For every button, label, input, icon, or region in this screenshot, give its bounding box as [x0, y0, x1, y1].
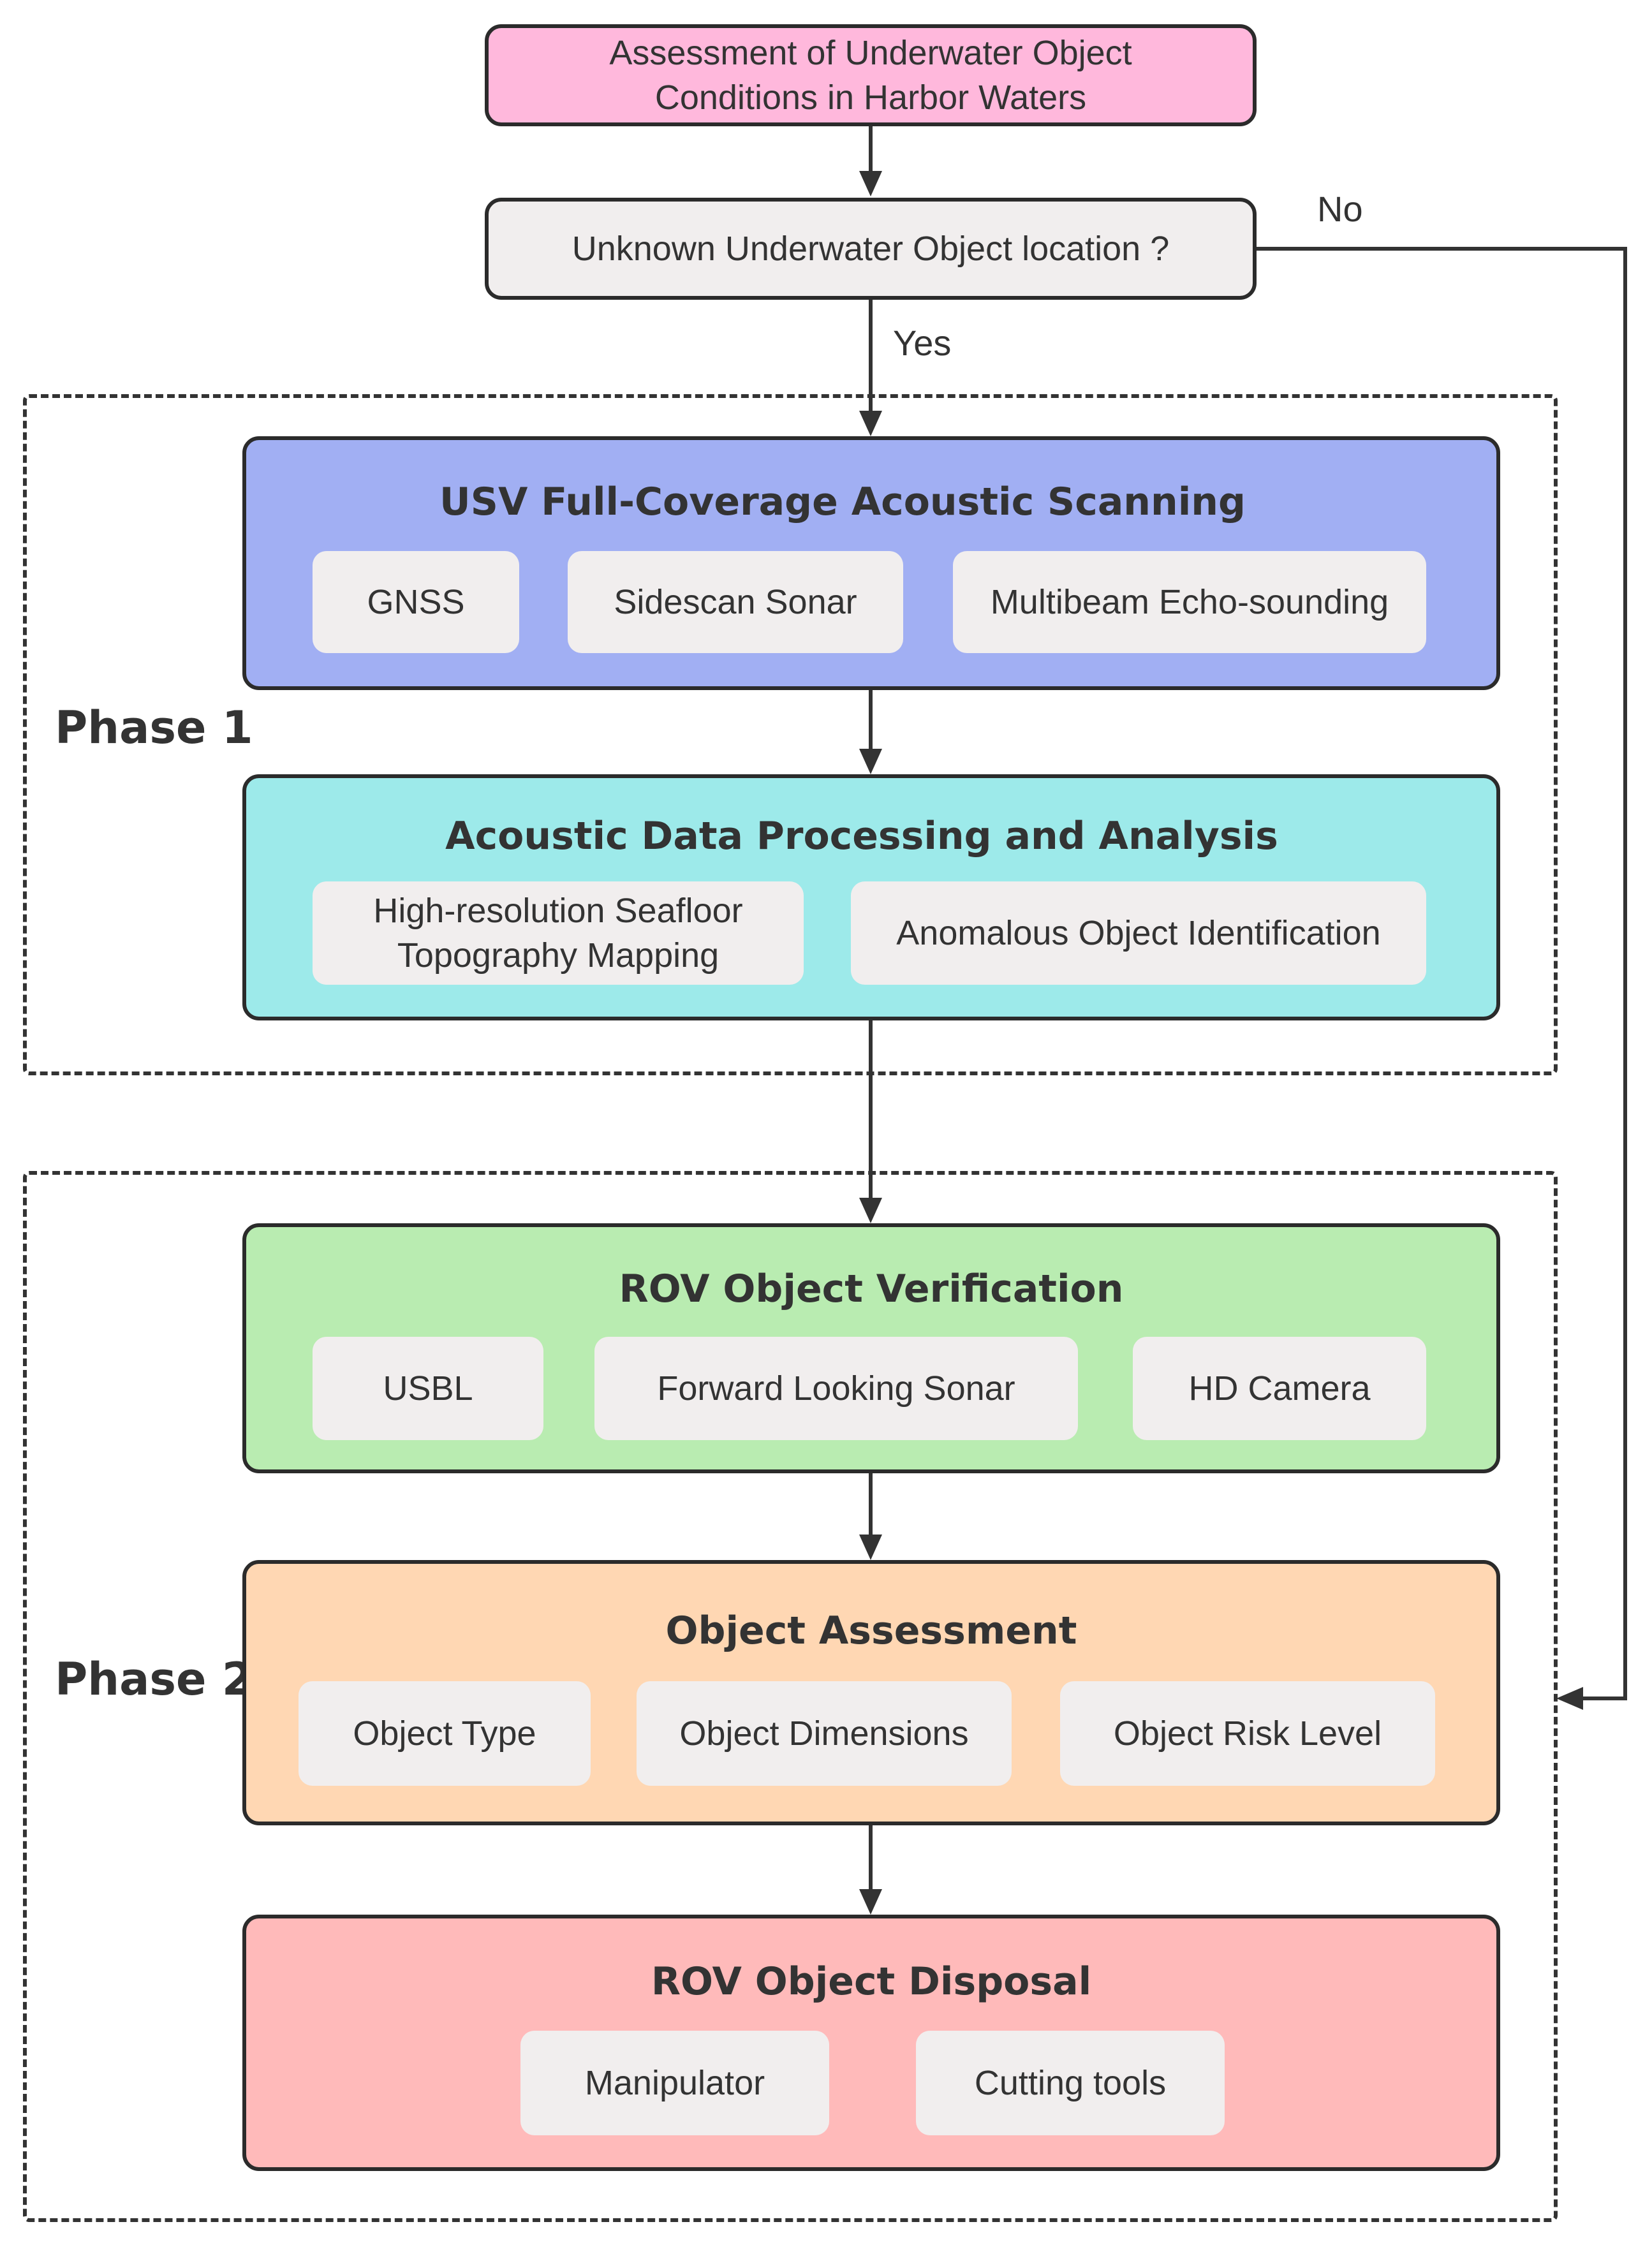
anomalous-object-chip: Anomalous Object Identification: [851, 881, 1426, 985]
yes-label: Yes: [893, 323, 952, 363]
sidescan-sonar-chip: Sidescan Sonar: [568, 551, 903, 653]
rov-disposal-group: ROV Object Disposal Manipulator Cutting …: [242, 1915, 1500, 2171]
start-text-line1: Assessment of Underwater Object: [609, 34, 1132, 72]
object-type-chip: Object Type: [299, 1681, 591, 1786]
manipulator-chip: Manipulator: [520, 2031, 829, 2135]
phase1-frame: [23, 394, 1558, 1075]
phase1-label: Phase 1: [55, 702, 253, 754]
phase2-label: Phase 2: [55, 1653, 253, 1705]
start-box: Assessment of Underwater Object Conditio…: [485, 24, 1257, 126]
seafloor-mapping-line2: Topography Mapping: [397, 936, 719, 975]
cutting-tools-chip: Cutting tools: [916, 2031, 1225, 2135]
gnss-chip: GNSS: [313, 551, 519, 653]
arrowhead-no: [1556, 1687, 1583, 1710]
arrowhead-1: [859, 171, 882, 196]
phase2-frame: [23, 1171, 1558, 2222]
object-assessment-group: Object Assessment Object Type Object Dim…: [242, 1560, 1500, 1825]
usv-scanning-title: USV Full-Coverage Acoustic Scanning: [439, 480, 1246, 524]
object-dimensions-chip: Object Dimensions: [637, 1681, 1012, 1786]
seafloor-mapping-line1: High-resolution Seafloor: [373, 892, 743, 930]
rov-verification-group: ROV Object Verification USBL Forward Loo…: [242, 1223, 1500, 1473]
usv-scanning-group: USV Full-Coverage Acoustic Scanning GNSS…: [242, 436, 1500, 690]
rov-disposal-title: ROV Object Disposal: [651, 1959, 1092, 2004]
decision-box: Unknown Underwater Object location ?: [485, 198, 1257, 300]
start-text-line2: Conditions in Harbor Waters: [654, 78, 1087, 117]
acoustic-processing-title: Acoustic Data Processing and Analysis: [445, 814, 1278, 858]
usbl-chip: USBL: [313, 1337, 543, 1440]
no-label: No: [1317, 189, 1363, 229]
seafloor-mapping-chip: High-resolution Seafloor Topography Mapp…: [313, 881, 804, 985]
object-assessment-title: Object Assessment: [665, 1608, 1077, 1653]
forward-looking-sonar-chip: Forward Looking Sonar: [594, 1337, 1078, 1440]
multibeam-chip: Multibeam Echo-sounding: [953, 551, 1426, 653]
hd-camera-chip: HD Camera: [1133, 1337, 1426, 1440]
object-risk-level-chip: Object Risk Level: [1060, 1681, 1435, 1786]
acoustic-processing-group: Acoustic Data Processing and Analysis Hi…: [242, 774, 1500, 1020]
rov-verification-title: ROV Object Verification: [619, 1267, 1124, 1311]
decision-text: Unknown Underwater Object location ?: [572, 230, 1170, 268]
